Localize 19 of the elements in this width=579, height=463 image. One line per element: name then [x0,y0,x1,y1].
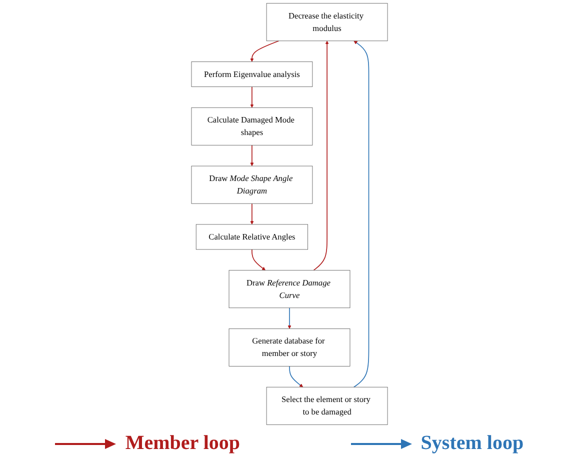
node-box: Generate database for member or story [228,328,350,366]
legend-label: System loop [420,432,524,455]
arrow [353,40,370,388]
node-box: Calculate Damaged Mode shapes [191,107,313,146]
arrow [250,40,280,62]
arrow [250,203,254,225]
arrow [313,40,329,271]
legend-label: Member loop [125,432,240,455]
node-box: Draw Mode Shape Angle Diagram [191,166,313,204]
arrow [252,249,266,270]
node-box: Select the element or story to be damaged [266,386,388,425]
node-box: Calculate Relative Angles [196,224,308,250]
arrow [288,307,292,329]
node-box: Perform Eigenvalue analysis [191,62,313,87]
arrow [250,86,254,108]
node-box: Draw Reference Damage Curve [228,270,350,308]
arrow [250,144,254,166]
arrow [289,366,304,388]
node-box: Decrease the elasticity modulus [266,3,388,42]
